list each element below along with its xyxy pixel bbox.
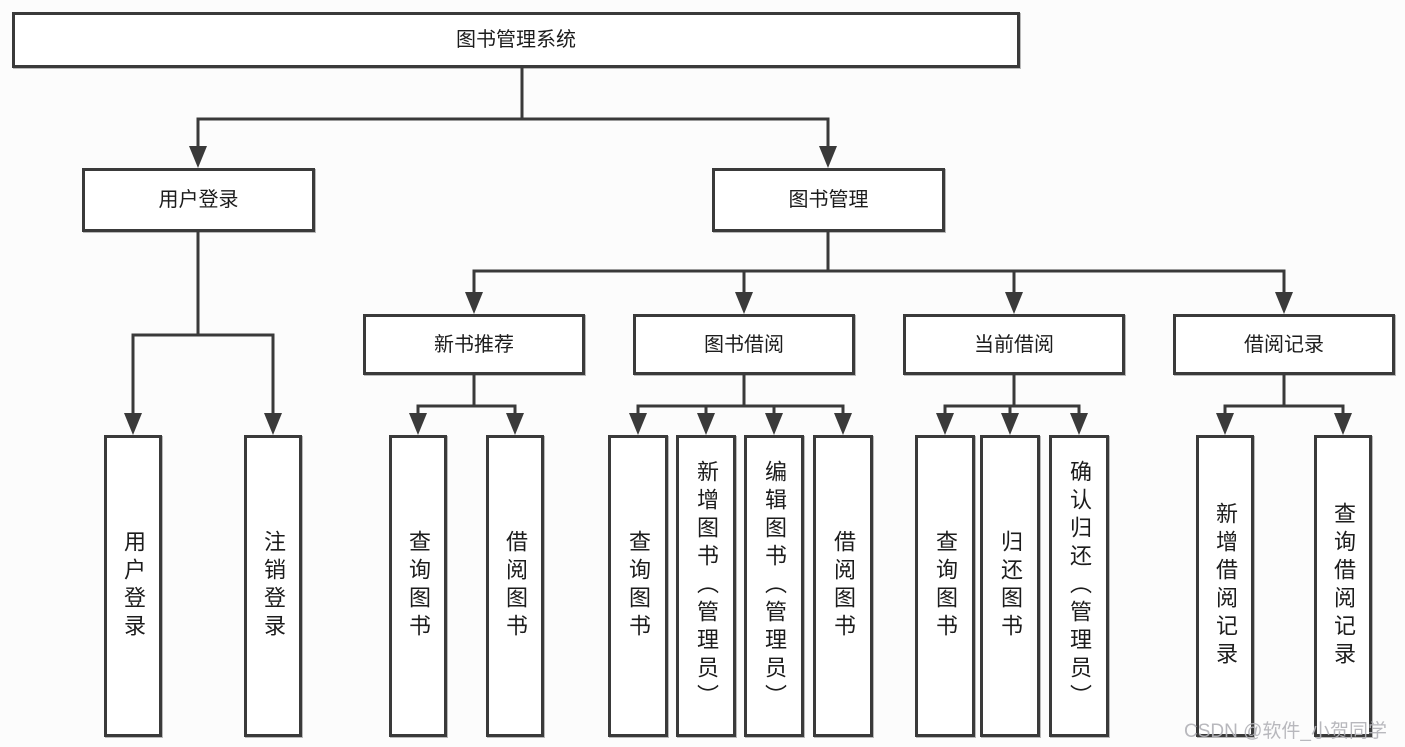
leaf-add-books-admin: 新增图书（管理员） <box>676 435 736 737</box>
leaf-logout: 注销登录 <box>244 435 302 737</box>
leaf-query-books-current: 查询图书 <box>915 435 975 737</box>
leaf-query-books-recommend: 查询图书 <box>389 435 447 737</box>
node-borrowing-records: 借阅记录 <box>1173 314 1395 375</box>
leaf-borrow-books-recommend: 借阅图书 <box>486 435 544 737</box>
node-library-management-system: 图书管理系统 <box>12 12 1020 68</box>
node-current-borrowing: 当前借阅 <box>903 314 1125 375</box>
node-user-login: 用户登录 <box>82 168 315 232</box>
leaf-user-login: 用户登录 <box>104 435 162 737</box>
leaf-edit-books-admin: 编辑图书（管理员） <box>744 435 804 737</box>
csdn-watermark: CSDN @软件_小贺同学 <box>1184 721 1387 742</box>
leaf-query-books-borrowing: 查询图书 <box>608 435 668 737</box>
node-book-borrowing: 图书借阅 <box>633 314 855 375</box>
node-book-management: 图书管理 <box>712 168 945 232</box>
leaf-confirm-return-admin: 确认归还（管理员） <box>1049 435 1109 737</box>
leaf-return-books: 归还图书 <box>980 435 1040 737</box>
leaf-borrow-books: 借阅图书 <box>813 435 873 737</box>
leaf-query-borrow-record: 查询借阅记录 <box>1314 435 1372 737</box>
node-new-book-recommendation: 新书推荐 <box>363 314 585 375</box>
leaf-add-borrow-record: 新增借阅记录 <box>1196 435 1254 737</box>
